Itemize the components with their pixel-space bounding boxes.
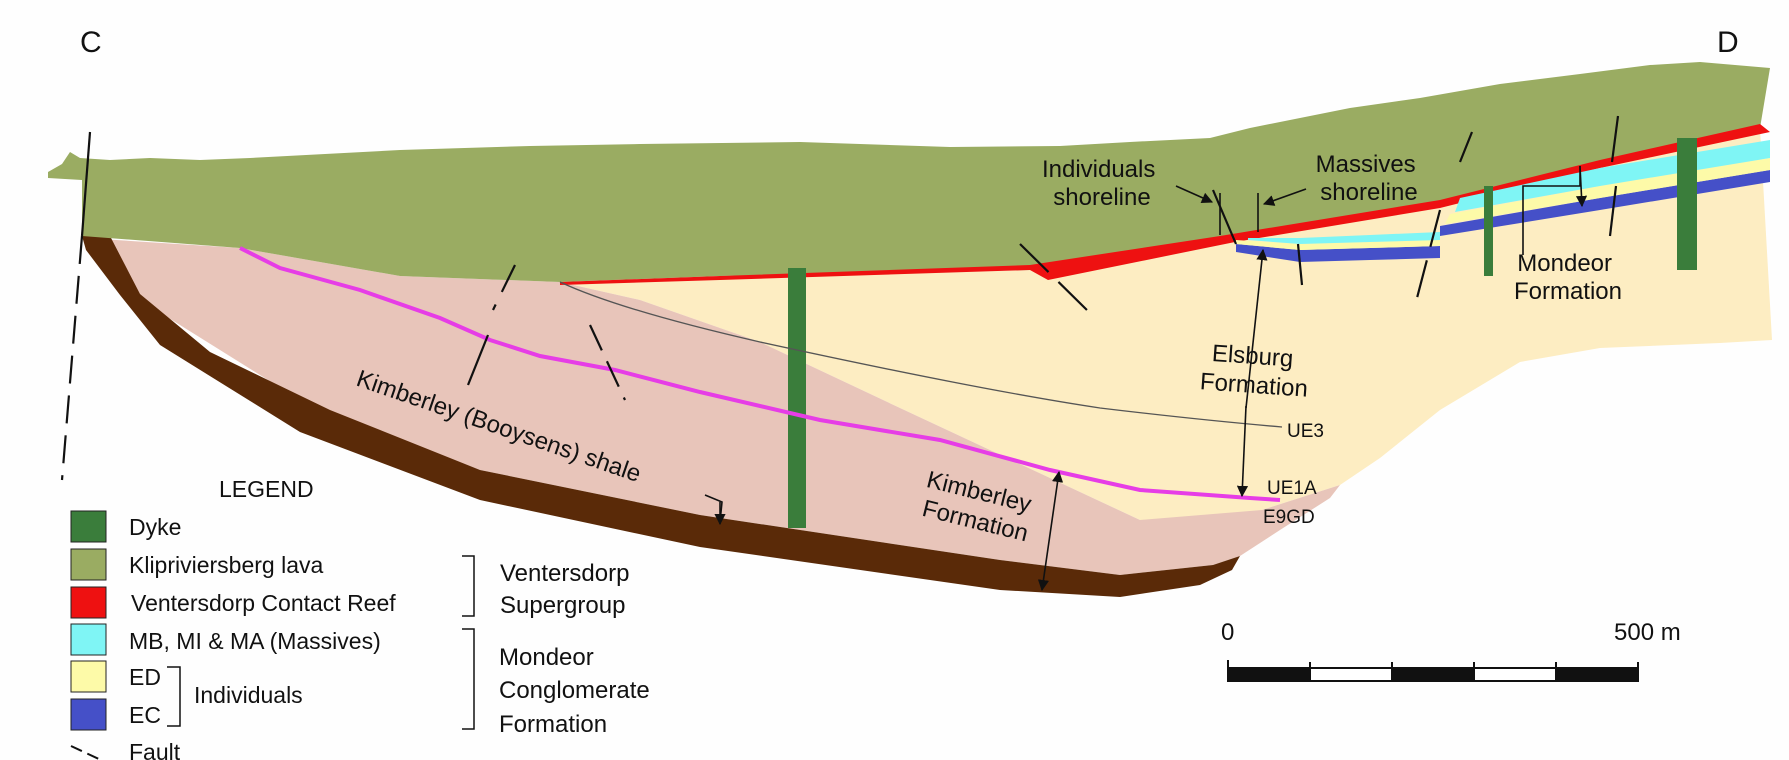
mondeor-formation-label: Mondeor Formation	[1514, 250, 1622, 305]
legend-swatch-dyke	[70, 510, 107, 543]
booysens-shale-base	[82, 236, 1240, 597]
e9gd-label: E9GD	[1263, 507, 1315, 528]
fault-lines	[60, 115, 1620, 481]
ue3-contact-line	[559, 281, 1283, 428]
kimberley-formation-unit	[85, 238, 1340, 575]
legend-label-dyke: Dyke	[129, 514, 181, 540]
legend-label-massives: MB, MI & MA (Massives)	[129, 628, 381, 654]
scale-start-label: 0	[1221, 619, 1234, 646]
legend-label-ec: EC	[129, 702, 161, 728]
individuals-shoreline-label: Individuals shoreline	[1042, 156, 1162, 211]
dyke-main	[788, 268, 806, 528]
ue3-label: UE3	[1287, 421, 1324, 442]
legend-swatch-vcr	[70, 586, 107, 619]
legend-mondeor-bracket	[462, 628, 475, 730]
legend-label-ed: ED	[129, 664, 161, 690]
ec-unit	[1236, 244, 1440, 262]
legend-individuals-label: Individuals	[194, 682, 303, 708]
dyke-east-2	[1677, 138, 1697, 270]
dyke-east-1	[1484, 186, 1493, 276]
leader-arrows	[704, 165, 1588, 592]
legend-ventersdorp-supergroup-label: Ventersdorp Supergroup	[500, 560, 636, 619]
legend-swatch-lava	[70, 548, 107, 581]
legend-individuals-bracket	[167, 666, 181, 727]
legend-ventersdorp-bracket	[462, 555, 475, 617]
legend-label-fault: Fault	[129, 739, 181, 760]
legend-label-lava: Klipriviersberg lava	[129, 552, 324, 578]
legend-mondeor-conglomerate-label: Mondeor Conglomerate Formation	[499, 644, 656, 738]
massives-unit	[1248, 232, 1440, 244]
scale-end-label: 500 m	[1614, 619, 1681, 646]
legend-swatch-massives	[70, 623, 107, 656]
massives-shoreline-label: Massives shoreline	[1316, 151, 1423, 206]
section-end-label: D	[1717, 26, 1739, 59]
scale-bar	[1227, 660, 1639, 682]
legend-fault-symbol	[70, 745, 102, 760]
section-start-label: C	[80, 26, 102, 59]
ue1a-marker-horizon	[239, 246, 1281, 502]
ue1a-label: UE1A	[1267, 478, 1317, 499]
klipriviersberg-lava-unit	[48, 62, 1770, 282]
ventersdorp-contact-reef	[560, 124, 1770, 285]
ed-unit	[1236, 240, 1440, 250]
legend-label-vcr: Ventersdorp Contact Reef	[131, 590, 396, 616]
legend-title: LEGEND	[219, 476, 314, 502]
legend-swatch-ec	[70, 698, 107, 731]
legend-swatch-ed	[70, 660, 107, 693]
